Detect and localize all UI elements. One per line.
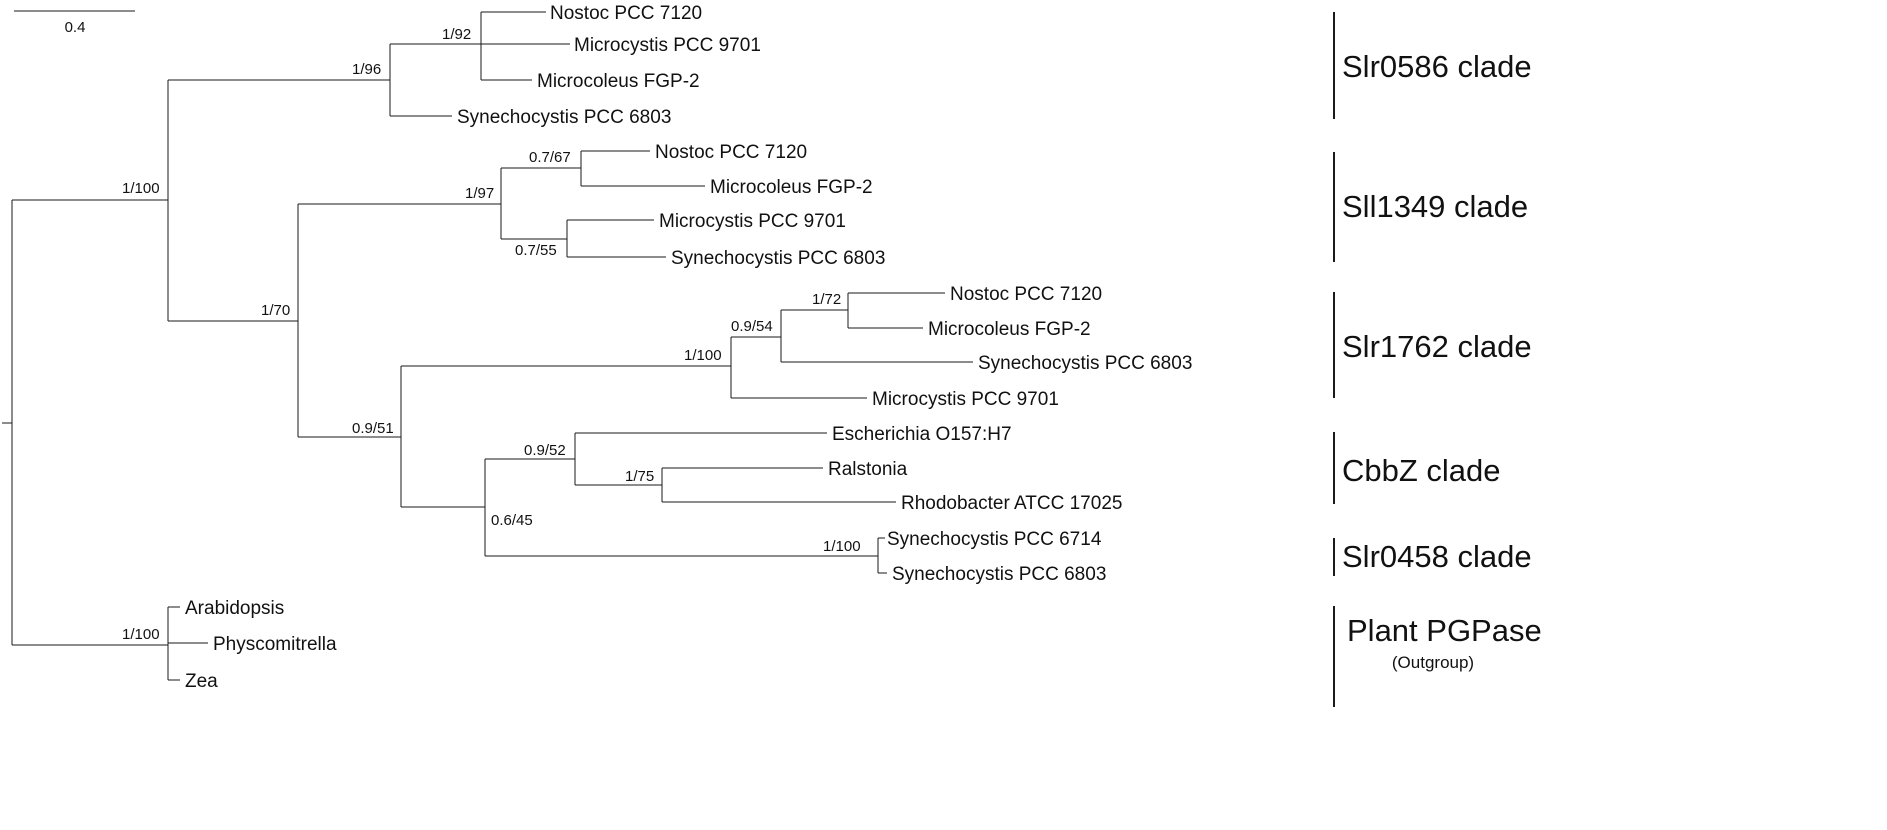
support-value: 1/70 — [261, 302, 290, 319]
clade-label-plant: Plant PGPase — [1347, 613, 1542, 648]
leaf-label: Ralstonia — [828, 459, 908, 480]
support-value: 1/96 — [352, 61, 381, 78]
leaf-label: Microcoleus FGP-2 — [710, 177, 873, 198]
support-value: 0.6/45 — [491, 512, 533, 529]
support-value: 1/75 — [625, 468, 654, 485]
leaf-label: Synechocystis PCC 6803 — [457, 107, 671, 128]
leaf-label: Synechocystis PCC 6714 — [887, 529, 1102, 550]
clade-label-slr0586: Slr0586 clade — [1342, 49, 1532, 84]
support-value: 1/100 — [684, 347, 722, 364]
leaf-label: Microcystis PCC 9701 — [574, 35, 761, 56]
leaf-label: Nostoc PCC 7120 — [550, 3, 702, 24]
clade-label-slr1762: Slr1762 clade — [1342, 329, 1532, 364]
support-value: 1/100 — [122, 180, 160, 197]
tree-branches — [2, 11, 973, 681]
support-values: 1/100 1/96 1/92 1/70 1/97 0.7/67 0.7/55 … — [122, 26, 861, 643]
leaf-label: Physcomitrella — [213, 634, 337, 655]
leaf-label: Escherichia O157:H7 — [832, 424, 1012, 445]
leaf-label: Microcystis PCC 9701 — [659, 211, 846, 232]
scale-bar-label: 0.4 — [65, 19, 86, 36]
clade-label-plant-outgroup: (Outgroup) — [1392, 653, 1474, 672]
leaf-label: Microcoleus FGP-2 — [537, 71, 700, 92]
support-value: 1/92 — [442, 26, 471, 43]
clade-label-cbbz: CbbZ clade — [1342, 453, 1501, 488]
leaf-label: Microcystis PCC 9701 — [872, 389, 1059, 410]
support-value: 1/100 — [823, 538, 861, 555]
clade-label-slr0458: Slr0458 clade — [1342, 539, 1532, 574]
support-value: 0.7/67 — [529, 149, 571, 166]
leaf-label: Synechocystis PCC 6803 — [671, 248, 885, 269]
scale-bar: 0.4 — [14, 10, 135, 36]
support-value: 0.9/52 — [524, 442, 566, 459]
leaf-label: Rhodobacter ATCC 17025 — [901, 493, 1122, 514]
leaf-label: Nostoc PCC 7120 — [655, 142, 807, 163]
leaf-label: Nostoc PCC 7120 — [950, 284, 1102, 305]
support-value: 0.9/51 — [352, 420, 394, 437]
leaf-label: Zea — [185, 671, 218, 692]
support-value: 0.9/54 — [731, 318, 773, 335]
leaf-labels: Nostoc PCC 7120 Microcystis PCC 9701 Mic… — [185, 3, 1192, 692]
support-value: 1/97 — [465, 185, 494, 202]
support-value: 0.7/55 — [515, 242, 557, 259]
leaf-label: Arabidopsis — [185, 598, 284, 619]
leaf-label: Synechocystis PCC 6803 — [892, 564, 1106, 585]
clade-annotations: Slr0586 clade Sll1349 clade Slr1762 clad… — [1333, 12, 1542, 707]
support-value: 1/100 — [122, 626, 160, 643]
support-value: 1/72 — [812, 291, 841, 308]
leaf-label: Synechocystis PCC 6803 — [978, 353, 1192, 374]
leaf-label: Microcoleus FGP-2 — [928, 319, 1091, 340]
clade-label-sll1349: Sll1349 clade — [1342, 189, 1528, 224]
